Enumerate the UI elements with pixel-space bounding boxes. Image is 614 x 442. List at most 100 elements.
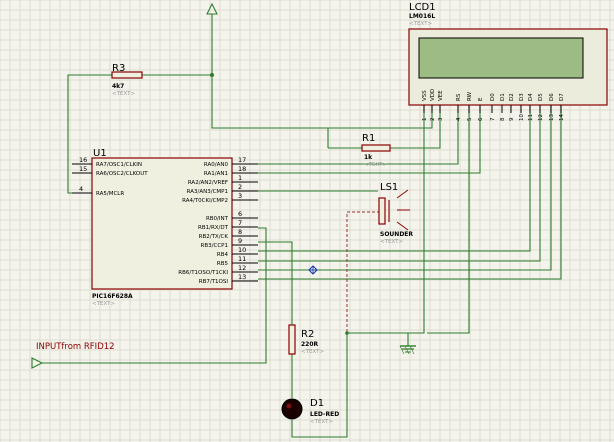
u1-pin-number: 16 [79,156,87,164]
lcd-component[interactable]: LCD1 LM016L <TEXT> VSS1VDD2VEE3RS4RW5E6D… [408,2,608,121]
u1-pin-number: 1 [238,174,242,182]
r3-ref: R3 [112,63,125,74]
lcd-pin-number: 7 [490,117,496,121]
u1-pin-number: 12 [238,264,246,272]
wire-ls1-return [346,211,380,333]
u1-component[interactable]: U1 RA7/OSC1/CLKIN16RA6/OSC2/CLKOUT15RA5/… [72,148,258,307]
r3-component[interactable]: R3 4k7 <TEXT> [111,63,143,97]
junction-dot [210,73,214,77]
wire-rs [258,105,459,165]
u1-pin-name: RA6/OSC2/CLKOUT [96,171,148,177]
lcd-pin-number: 3 [438,117,444,121]
lcd-pin-name: D3 [519,93,525,101]
r1-component[interactable]: R1 1k <TEXT> [328,133,391,168]
lcd-pin-number: 1 [422,118,428,122]
d1-component[interactable]: D1 LED-RED <TEXT> [281,398,339,425]
lcd-pin-name: D5 [538,93,544,101]
lcd-pin-name: VSS [422,90,428,101]
u1-pin-name: RB1/RX/DT [198,225,229,231]
r2-value: 220R [301,341,319,348]
u1-pin-number: 2 [238,183,242,191]
lcd-pin-name: VEE [438,90,444,101]
u1-pin-name: RB4 [217,252,229,258]
wire-rfid-input [42,227,267,364]
lcd-pin-number: 12 [538,114,544,121]
lcd-screen [418,37,584,79]
wire-rw [427,105,470,334]
r1-value: 1k [364,154,373,161]
junctions [210,73,349,335]
lcd-pin-name: E [478,97,484,101]
lcd-ref: LCD1 [409,2,436,13]
r1-ref: R1 [362,133,375,144]
u1-pin-name: RA3/AN3/CMP1 [187,189,228,195]
power-terminal-icon[interactable] [206,2,218,15]
u1-pin-name: RB5 [217,261,229,267]
lcd-pin-name: D4 [528,93,534,101]
r3-placeholder: <TEXT> [112,91,135,97]
ls1-ref: LS1 [380,182,398,193]
u1-pin-number: 15 [79,165,87,173]
u1-pin-name: RA1/AN1 [204,171,228,177]
u1-placeholder: <TEXT> [92,301,115,307]
lcd-pin-number: 10 [519,114,525,121]
sounder-icon [396,189,410,231]
lcd-pin-number: 8 [500,117,506,121]
u1-ref: U1 [93,148,107,159]
u1-pin-name: RA7/OSC1/CLKIN [96,162,142,168]
u1-pin-name: RB3/CCP1 [201,243,228,249]
u1-pin-number: 8 [238,228,242,236]
junction-dot [345,331,349,335]
u1-pin-number: 6 [238,210,242,218]
led-icon [281,398,303,420]
lcd-pin-name: D2 [509,93,515,101]
d1-value: LED-RED [310,411,339,418]
r1-placeholder: <TEXT> [364,162,387,168]
lcd-pin-number: 14 [559,114,565,121]
lcd-pins: VSS1VDD2VEE3RS4RW5E6D07D18D29D310D411D51… [422,89,565,121]
wire-d5 [258,105,541,262]
u1-pin-name: RA0/AN0 [204,162,229,168]
wire-d4 [258,105,531,252]
lcd-pin-number: 2 [430,118,436,122]
u1-pin-number: 4 [79,185,83,193]
u1-pin-name: RA4/T0CKI/CMP2 [182,198,228,204]
u1-pin-number: 10 [238,246,246,254]
u1-pin-number: 18 [238,165,246,173]
d1-placeholder: <TEXT> [310,419,333,425]
u1-pin-number: 11 [238,255,246,263]
lcd-pin-number: 5 [467,117,473,121]
u1-pin-name: RB6/T1OSO/T1CKI [178,270,228,276]
lcd-pin-name: D1 [500,93,506,101]
u1-pins: RA7/OSC1/CLKIN16RA6/OSC2/CLKOUT15RA5/MCL… [72,156,258,285]
wire-led-drive [258,241,293,325]
wire-vss-ground [291,105,425,438]
lcd-value: LM016L [409,13,435,20]
lcd-pin-number: 6 [478,117,484,121]
rfid-input-terminal[interactable]: INPUTfrom RFID12 [31,342,115,369]
r2-placeholder: <TEXT> [301,349,324,355]
lcd-pin-number: 13 [549,114,555,121]
sounder-body [378,197,386,225]
u1-body [91,157,233,290]
lcd-pin-name: D0 [490,93,496,101]
u1-pin-number: 9 [238,237,242,245]
r2-component[interactable]: R2 220R <TEXT> [288,324,324,355]
ground-symbol-icon[interactable] [399,345,416,355]
lcd-pin-name: RS [456,93,462,101]
u1-pin-name: RA2/AN2/VREF [188,180,228,186]
lcd-pin-name: D6 [549,93,555,101]
r1-body [361,144,391,152]
ls1-component[interactable]: LS1 SOUNDER <TEXT> [378,182,413,245]
lcd-pin-number: 9 [509,117,515,121]
r3-body [111,71,143,79]
r2-ref: R2 [301,329,314,340]
lcd-pin-name: D7 [559,93,565,101]
lcd-pin-number: 11 [528,114,534,121]
d1-ref: D1 [310,398,324,409]
rfid-input-label: INPUTfrom RFID12 [36,342,115,352]
u1-pin-name: RB7/T1OSI [199,279,229,285]
lcd-placeholder: <TEXT> [409,21,432,27]
u1-pin-number: 13 [238,273,246,281]
